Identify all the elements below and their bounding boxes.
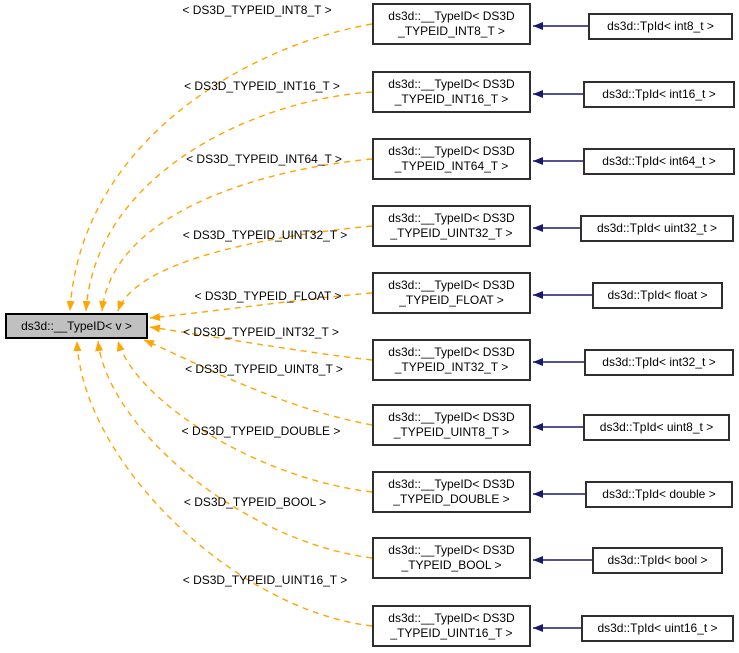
tpid-class-node[interactable]: ds3d::TpId< double > (585, 481, 733, 508)
tpid-class-node[interactable]: ds3d::TpId< int64_t > (583, 148, 735, 175)
template-args-label: < DS3D_TYPEID_UINT32_T > (182, 228, 348, 242)
typeid-instantiation-node[interactable]: ds3d::__TypeID< DS3D_TYPEID_UINT8_T > (372, 404, 531, 446)
tpid-class-node[interactable]: ds3d::TpId< uint8_t > (583, 414, 730, 441)
template-edge-6 (143, 339, 373, 426)
template-edge-4 (149, 292, 373, 321)
node-label-line1: ds3d::__TypeID< DS3D (388, 345, 515, 359)
node-label-line1: ds3d::__TypeID< DS3D (388, 9, 515, 23)
node-label-line1: ds3d::__TypeID< DS3D (388, 278, 515, 292)
node-label-line1: ds3d::__TypeID< DS3D (388, 477, 515, 491)
typeid-instantiation-node[interactable]: ds3d::__TypeID< DS3D_TYPEID_FLOAT > (372, 272, 531, 314)
node-label-line1: ds3d::__TypeID< DS3D (388, 410, 515, 424)
template-edge-0 (66, 23, 373, 312)
template-args-label: < DS3D_TYPEID_INT16_T > (184, 79, 340, 93)
typeid-instantiation-node[interactable]: ds3d::__TypeID< DS3D_TYPEID_DOUBLE > (372, 471, 531, 513)
tpid-class-node[interactable]: ds3d::TpId< uint16_t > (581, 615, 734, 642)
template-args-label: < DS3D_TYPEID_UINT8_T > (185, 362, 343, 376)
template-edge-1 (82, 91, 373, 312)
template-args-label: < DS3D_TYPEID_INT32_T > (183, 325, 339, 339)
node-label-line2: _TYPEID_INT32_T > (394, 360, 509, 374)
typeid-instantiation-node[interactable]: ds3d::__TypeID< DS3D_TYPEID_INT8_T > (372, 3, 531, 45)
template-edge-2 (99, 158, 373, 312)
template-edge-5 (149, 324, 373, 361)
tpid-class-node[interactable]: ds3d::TpId< int8_t > (588, 13, 733, 40)
template-args-label: < DS3D_TYPEID_UINT16_T > (182, 573, 348, 587)
node-label-line2: _TYPEID_INT8_T > (398, 24, 505, 38)
template-args-label: < DS3D_TYPEID_DOUBLE > (181, 424, 341, 438)
tpid-class-node[interactable]: ds3d::TpId< int32_t > (584, 349, 734, 376)
node-label-line1: ds3d::__TypeID< DS3D (388, 77, 515, 91)
root-class-node: ds3d::__TypeID< v > (5, 313, 148, 339)
template-edge-8 (95, 340, 373, 559)
template-args-label: < DS3D_TYPEID_FLOAT > (194, 289, 342, 303)
node-label-line2: _TYPEID_UINT8_T > (393, 425, 510, 439)
template-args-label: < DS3D_TYPEID_INT64_T > (186, 152, 342, 166)
typeid-instantiation-node[interactable]: ds3d::__TypeID< DS3D_TYPEID_UINT16_T > (372, 605, 531, 647)
typeid-instantiation-node[interactable]: ds3d::__TypeID< DS3D_TYPEID_BOOL > (372, 537, 531, 579)
node-label-line2: _TYPEID_FLOAT > (399, 293, 504, 307)
typeid-instantiation-node[interactable]: ds3d::__TypeID< DS3D_TYPEID_INT32_T > (372, 339, 531, 381)
node-label-line2: _TYPEID_UINT32_T > (390, 226, 513, 240)
template-edge-3 (117, 225, 373, 312)
node-label-line1: ds3d::__TypeID< DS3D (388, 144, 515, 158)
typeid-instantiation-node[interactable]: ds3d::__TypeID< DS3D_TYPEID_INT16_T > (372, 71, 531, 113)
tpid-class-node[interactable]: ds3d::TpId< uint32_t > (580, 215, 734, 242)
node-label-line2: _TYPEID_BOOL > (401, 558, 502, 572)
node-label-line2: _TYPEID_INT16_T > (394, 92, 509, 106)
tpid-class-node[interactable]: ds3d::TpId< int16_t > (583, 81, 735, 108)
tpid-class-node[interactable]: ds3d::TpId< bool > (592, 547, 723, 574)
node-label-line1: ds3d::__TypeID< DS3D (388, 543, 515, 557)
node-label-line1: ds3d::__TypeID< DS3D (388, 611, 515, 625)
node-label-line2: _TYPEID_INT64_T > (394, 159, 509, 173)
template-edge-9 (73, 340, 373, 627)
tpid-class-node[interactable]: ds3d::TpId< float > (592, 282, 723, 309)
node-label-line2: _TYPEID_UINT16_T > (390, 626, 513, 640)
typeid-instantiation-node[interactable]: ds3d::__TypeID< DS3D_TYPEID_UINT32_T > (372, 205, 531, 247)
node-label-line1: ds3d::__TypeID< DS3D (388, 211, 515, 225)
template-args-label: < DS3D_TYPEID_BOOL > (183, 495, 327, 509)
template-edge-7 (116, 340, 373, 493)
typeid-instantiation-node[interactable]: ds3d::__TypeID< DS3D_TYPEID_INT64_T > (372, 138, 531, 180)
template-args-label: < DS3D_TYPEID_INT8_T > (182, 3, 332, 17)
node-label-line2: _TYPEID_DOUBLE > (393, 492, 510, 506)
